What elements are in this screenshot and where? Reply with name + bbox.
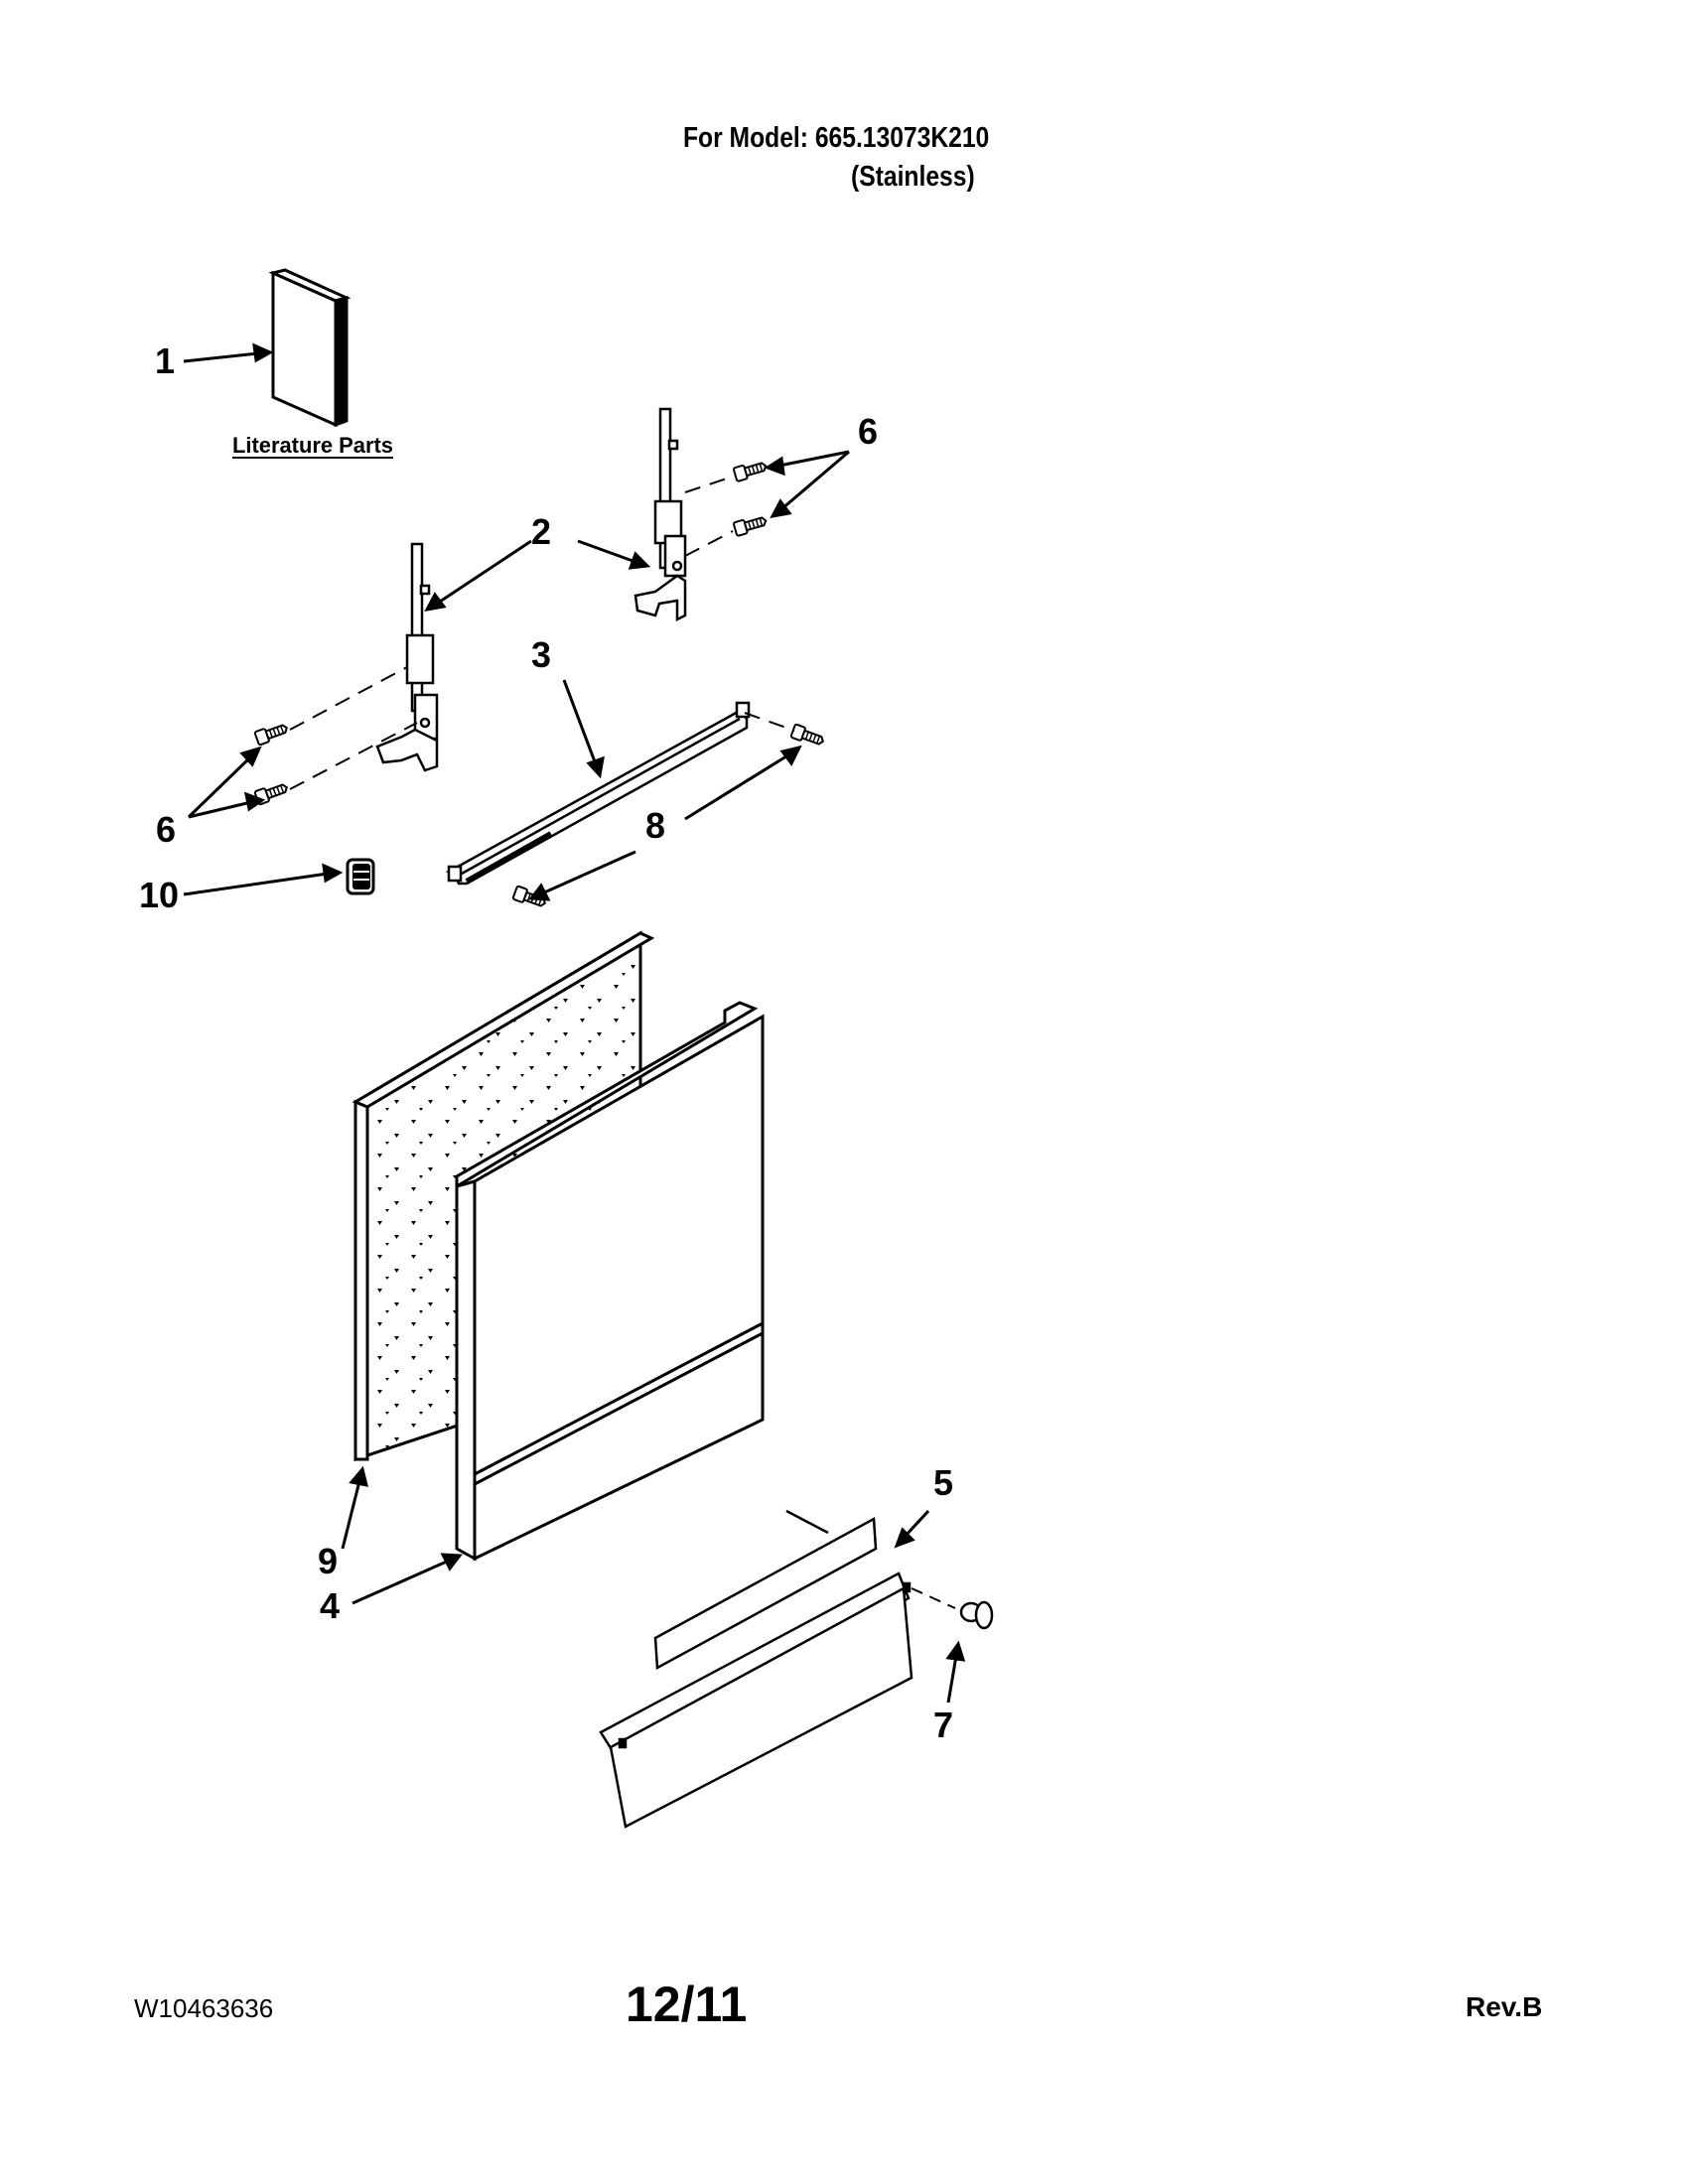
callout-2: 2 (531, 511, 551, 552)
clip-part-10 (346, 858, 375, 895)
revision-label: Rev.B (1466, 1991, 1543, 2022)
strip-screw-right (789, 723, 827, 750)
alignment-lines (289, 476, 795, 790)
callout-10: 10 (139, 875, 179, 915)
hinge-left (375, 542, 439, 772)
callout-6-lower: 6 (156, 809, 176, 850)
door-strip (445, 701, 751, 886)
toe-panel (599, 1516, 914, 1829)
hinge-right (633, 407, 687, 622)
callout-6-upper: 6 (858, 411, 878, 452)
hinge-screw-lower-a (253, 720, 291, 747)
hinge-screw-upper-a (732, 458, 770, 483)
hinge-screw-upper-b (732, 512, 770, 538)
literature-book (268, 268, 352, 428)
callout-7: 7 (933, 1705, 953, 1745)
callout-9: 9 (318, 1541, 338, 1581)
literature-parts-label: Literature Parts (232, 433, 393, 458)
document-number: W10463636 (134, 1993, 274, 2023)
leader-arrows (183, 342, 966, 1704)
door-panel (455, 1001, 765, 1562)
callout-5: 5 (933, 1462, 953, 1503)
model-title: For Model: 665.13073K210 (683, 122, 990, 154)
callout-8: 8 (645, 805, 665, 846)
toe-panel-screw (959, 1600, 994, 1630)
callout-4: 4 (320, 1585, 340, 1626)
callout-3: 3 (531, 634, 551, 675)
model-finish: (Stainless) (851, 161, 975, 193)
callout-1: 1 (155, 341, 175, 381)
revision-date: 12/11 (626, 1977, 748, 2032)
